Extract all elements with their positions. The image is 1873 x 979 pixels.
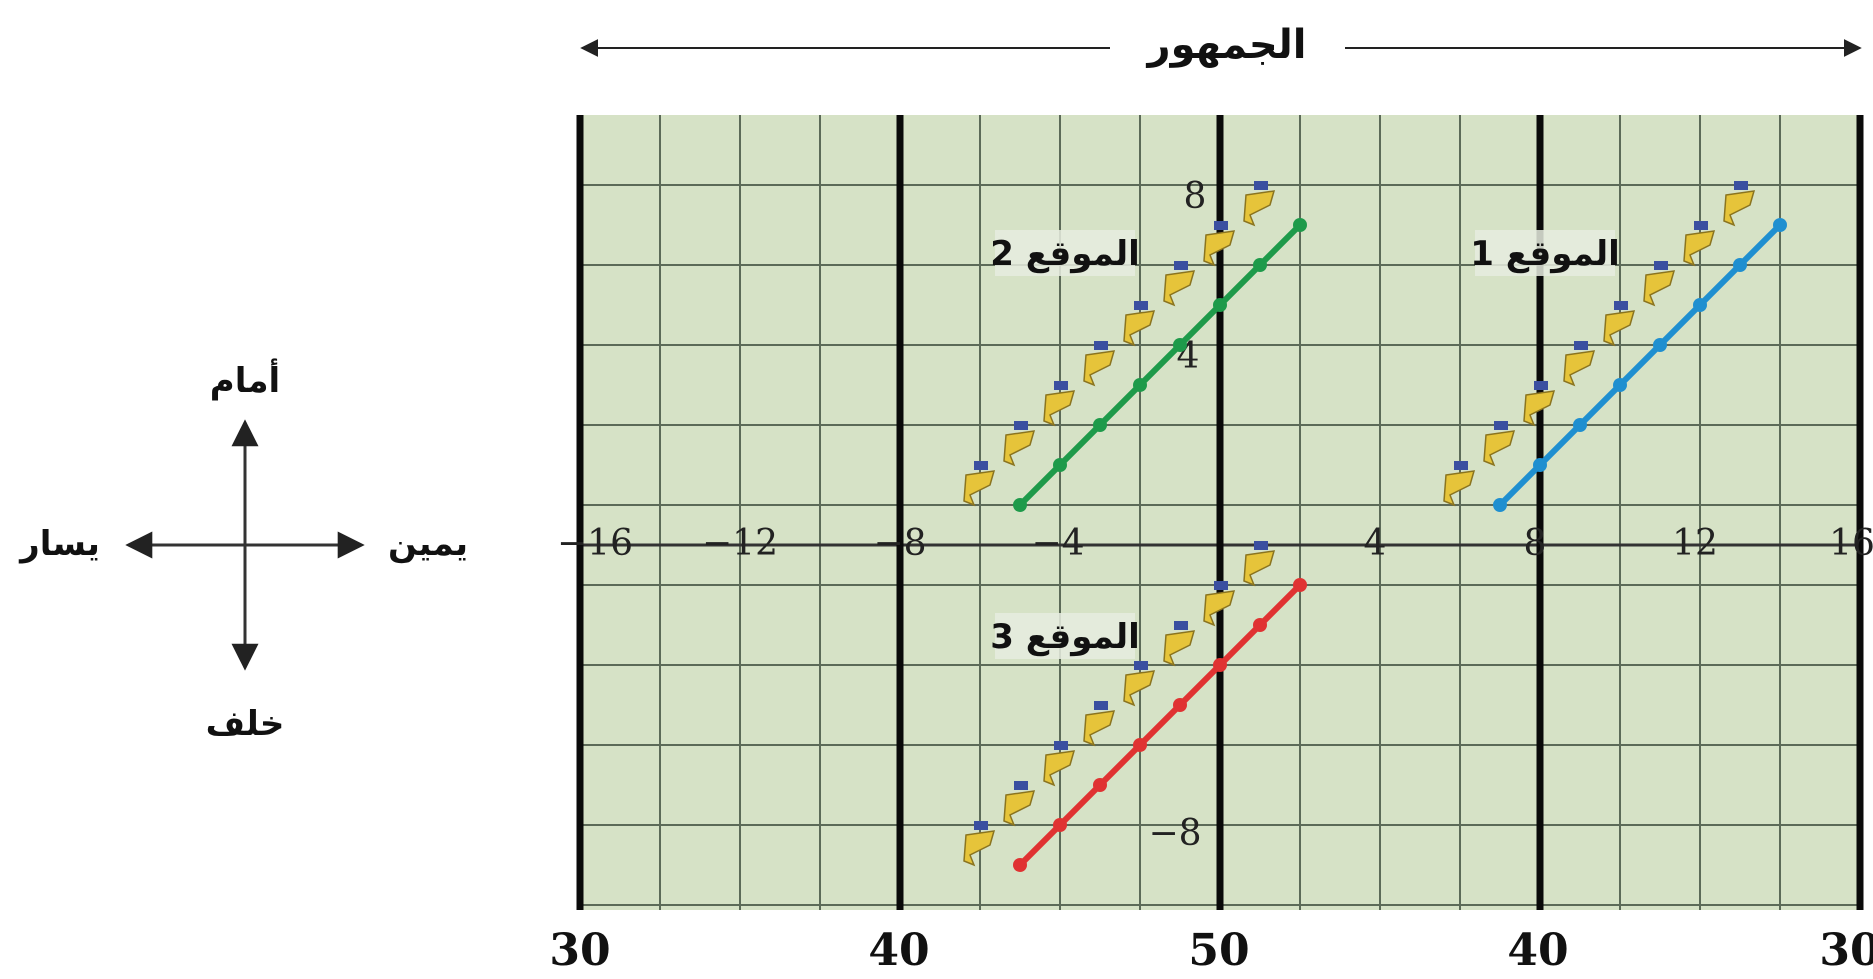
y-tick: 8 xyxy=(1184,176,1207,217)
series-point xyxy=(1733,258,1747,272)
series-point xyxy=(1053,818,1067,832)
compass-left-label: يسار xyxy=(18,524,100,564)
series-point xyxy=(1493,498,1507,512)
series-point xyxy=(1133,738,1147,752)
position-1-label: الموقع 1 xyxy=(1470,234,1620,274)
compass-back-label: خلف xyxy=(206,704,285,744)
compass-front-label: أمام xyxy=(210,358,280,401)
series-point xyxy=(1213,658,1227,672)
series-point xyxy=(1253,258,1267,272)
audience-arrow: الجمهور xyxy=(582,22,1860,68)
series-point xyxy=(1093,418,1107,432)
series-point xyxy=(1613,378,1627,392)
x-tick: −4 xyxy=(1031,523,1084,564)
series-point xyxy=(1773,218,1787,232)
series-point xyxy=(1653,338,1667,352)
series-point xyxy=(1253,618,1267,632)
yard-number: 30 xyxy=(1819,925,1873,976)
yard-number: 40 xyxy=(868,925,929,976)
yard-number: 40 xyxy=(1507,925,1568,976)
x-tick: 8 xyxy=(1524,523,1547,564)
x-tick: 4 xyxy=(1364,523,1387,564)
series-point xyxy=(1133,378,1147,392)
compass-right-label: يمين xyxy=(388,524,468,564)
position-3-label: الموقع 3 xyxy=(990,617,1140,657)
series-point xyxy=(1213,298,1227,312)
x-tick: −12 xyxy=(702,523,778,564)
series-point xyxy=(1173,338,1187,352)
series-point xyxy=(1053,458,1067,472)
series-point xyxy=(1573,418,1587,432)
x-tick: −8 xyxy=(873,523,926,564)
series-point xyxy=(1293,218,1307,232)
audience-label: الجمهور xyxy=(1146,22,1307,68)
series-point xyxy=(1693,298,1707,312)
x-tick: 12 xyxy=(1672,523,1718,564)
series-point xyxy=(1013,858,1027,872)
series-point xyxy=(1093,778,1107,792)
direction-compass: أمام خلف يسار يمين xyxy=(18,358,468,744)
x-tick: 16 xyxy=(1829,523,1873,564)
series-point xyxy=(1173,698,1187,712)
position-2-label: الموقع 2 xyxy=(990,234,1140,274)
yard-numbers: 30 40 50 40 30 xyxy=(549,925,1873,976)
yard-number: 30 xyxy=(549,925,610,976)
series-point xyxy=(1533,458,1547,472)
series-point xyxy=(1293,578,1307,592)
y-tick: −8 xyxy=(1148,813,1201,854)
x-tick: −16 xyxy=(557,523,633,564)
yard-number: 50 xyxy=(1188,925,1249,976)
series-point xyxy=(1013,498,1027,512)
